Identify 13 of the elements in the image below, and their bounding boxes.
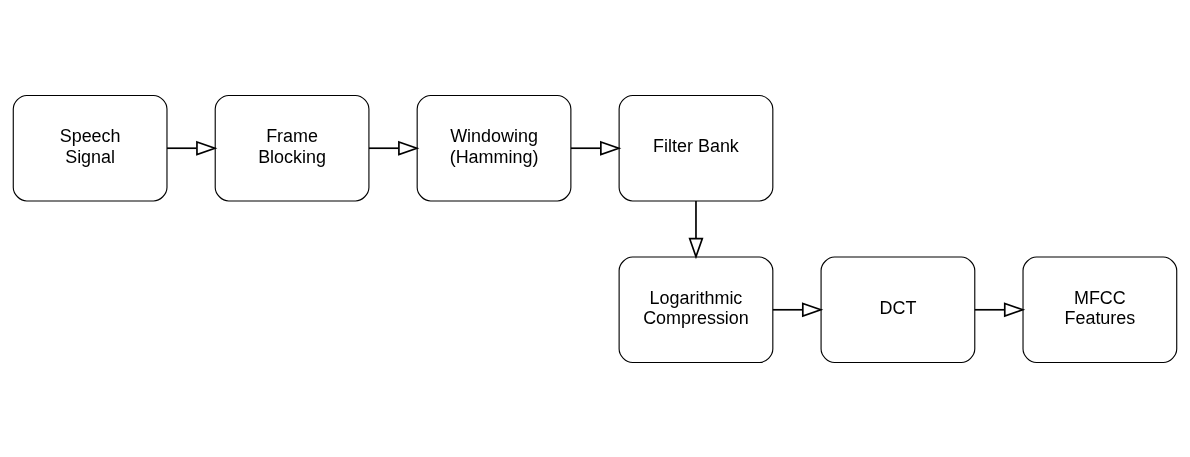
node-box: Speech Signal [12,94,168,201]
node-box: Frame Blocking [214,94,370,201]
arrow [368,140,420,156]
arrow [688,199,704,259]
node-box: Filter Bank [618,94,774,201]
arrow [166,140,218,156]
node-box: Windowing (Hamming) [416,94,572,201]
arrow [974,301,1026,317]
node-box: Logarithmic Compression [618,256,774,363]
node-box: DCT [820,256,976,363]
arrow [772,301,824,317]
arrow [570,140,622,156]
node-box: MFCC Features [1022,256,1178,363]
